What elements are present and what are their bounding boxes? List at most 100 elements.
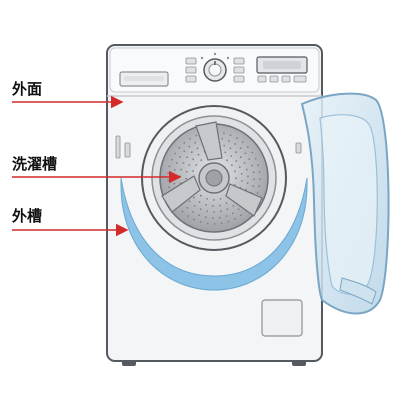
drum-hole [188,164,191,167]
drum-hole [195,164,198,166]
drum-hub-center [205,169,223,187]
drum-hole [223,144,226,147]
drum-hole [193,218,196,221]
drum-hole [240,173,243,175]
drum-hole [253,178,255,181]
drum-hole [220,222,223,225]
drum-hole [251,164,253,167]
drum-hole [189,137,191,140]
drum-hole [167,172,170,175]
drum-hole [179,156,181,158]
drum-hole [167,179,170,182]
drum-hole [213,211,215,213]
drum-hole [235,160,238,162]
drum-hole [193,205,196,207]
drum-hole [190,151,193,154]
drum-hole [187,215,189,217]
drum-hole [240,214,242,217]
drum-hole [246,168,248,171]
label-outer-surface: 外面 [12,80,43,98]
drum-hole [180,168,183,171]
drum-hole [239,147,242,150]
display-panel-icon [256,56,308,83]
drum-hole [251,151,254,154]
drum-hole [194,141,197,144]
drum-hole [235,177,237,180]
drum-hole [238,166,241,169]
drum-hole [230,155,233,157]
drum-spokes [161,121,263,217]
drum-hole [200,159,203,162]
drum-hole [225,202,228,205]
drum-hole [182,162,185,164]
drum-hole [244,152,247,155]
drum-hole [185,177,187,180]
drum-hole [252,171,255,174]
drum-hole [237,208,240,211]
drum-hole [223,132,225,135]
drum-hole [231,164,233,167]
program-buttons-left [185,57,197,83]
drum-hole [257,164,260,167]
drum-hole [178,146,181,149]
drum-hole [219,204,221,207]
drum-hole [236,137,238,140]
hinge-left [124,142,131,158]
drum-hole [170,158,173,161]
drum-hole [234,218,236,220]
drum-hole [192,158,195,161]
drum-hole [188,200,191,203]
drum-hole [193,196,195,199]
drum-hole [192,170,195,172]
label-outer-tub: 外槽 [12,207,43,225]
drum-hole [196,147,199,150]
drum-hole [186,206,189,209]
drum-hole [199,221,202,223]
drum-hole [211,217,214,219]
drum-hole [224,151,227,154]
dial-knob-icon [200,52,230,82]
drum-hole [241,180,243,182]
drum-hole [188,145,191,148]
drum-hole [204,216,207,219]
drum-hole [212,205,214,207]
drum-hole [176,162,178,165]
drum-hole [213,223,216,225]
drum-hole [232,212,234,215]
drum-hole [198,201,201,203]
drum-hole [173,168,176,171]
drum-hole [240,156,242,159]
drum-hole [200,194,202,197]
drum-hole [195,134,198,137]
drum-hole [247,175,249,178]
drum-hole [226,208,229,211]
drum-hole [185,170,188,173]
drum-hole [254,157,257,160]
drum-hole [248,158,251,161]
drum-hole [206,210,209,213]
drum-hole [235,151,238,154]
drum-hole [173,182,176,185]
program-buttons-middle [233,57,245,83]
drum-hole [241,141,244,144]
drum-hole [259,178,261,181]
drum-hole [199,208,202,211]
outer-tub-band [120,177,308,291]
drum-hole [174,152,177,155]
label-washing-tub: 洗濯槽 [12,155,58,173]
drum-hole [218,216,221,219]
drum-hole [219,198,222,200]
drum-hole [186,156,189,159]
drum-hole [198,214,201,217]
drum-hole [206,222,209,225]
drum-hole [229,134,232,137]
drum-hole [168,165,171,168]
drum-hole [181,210,184,213]
drum-hole [221,137,224,140]
drum-hole [232,205,235,207]
drum-hole [192,211,194,213]
drum-hole [258,171,261,174]
drum-hole [168,186,170,189]
drawer-handle [124,76,164,81]
